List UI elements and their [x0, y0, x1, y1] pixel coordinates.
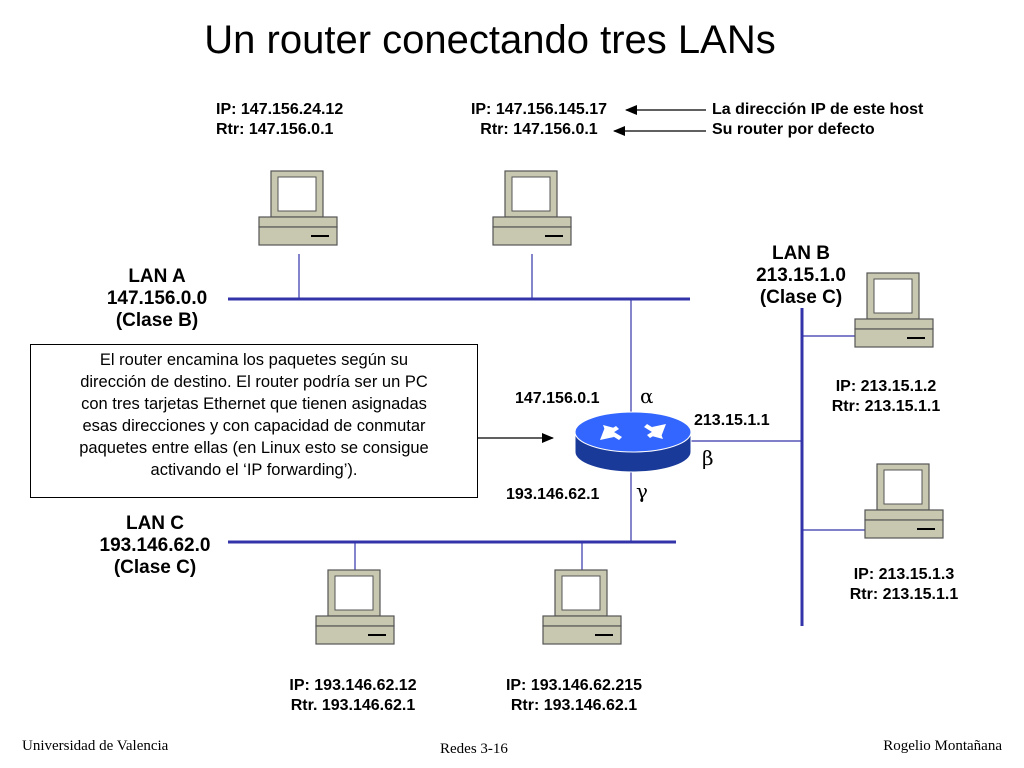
router-explanation-note: El router encamina los paquetes según su… [30, 344, 478, 498]
computer-icon [492, 170, 572, 246]
computer-icon [542, 569, 622, 645]
host-ip-annotation: La dirección IP de este host [712, 101, 924, 118]
lan-c-label: LAN C 193.146.62.0 (Clase C) [99, 513, 211, 578]
lan-b-label: LAN B 213.15.1.0 (Clase C) [756, 243, 846, 308]
host-c1-label: IP: 193.146.62.12 Rtr. 193.146.62.1 [289, 677, 417, 714]
computer-icon [315, 569, 395, 645]
lan-a-label: LAN A 147.156.0.0 (Clase B) [106, 266, 208, 331]
router-if-alpha-ip: 147.156.0.1 [515, 390, 600, 407]
computer-icon [258, 170, 338, 246]
footer-center: Redes 3-16 [440, 741, 508, 757]
router-icon [574, 411, 692, 473]
computer-icon [864, 463, 944, 539]
alpha-symbol: α [640, 384, 654, 408]
default-router-annotation: Su router por defecto [712, 121, 875, 138]
router-if-beta-ip: 213.15.1.1 [694, 412, 770, 429]
footer-right: Rogelio Montañana [883, 738, 1002, 754]
host-b1-label: IP: 213.15.1.2 Rtr: 213.15.1.1 [831, 378, 941, 415]
router-if-gamma-ip: 193.146.62.1 [506, 486, 600, 503]
beta-symbol: β [702, 446, 714, 470]
footer-left: Universidad de Valencia [22, 738, 169, 754]
gamma-symbol: γ [636, 479, 648, 503]
host-c2-label: IP: 193.146.62.215 Rtr: 193.146.62.1 [505, 677, 643, 714]
host-b2-label: IP: 213.15.1.3 Rtr: 213.15.1.1 [849, 566, 959, 603]
annotation-labels: La dirección IP de este host Su router p… [712, 100, 923, 140]
page-title: Un router conectando tres LANs [204, 18, 776, 62]
host-a1-label: IP: 147.156.24.12 Rtr: 147.156.0.1 [216, 101, 344, 138]
host-a2-label: IP: 147.156.145.17 Rtr: 147.156.0.1 [470, 101, 608, 138]
